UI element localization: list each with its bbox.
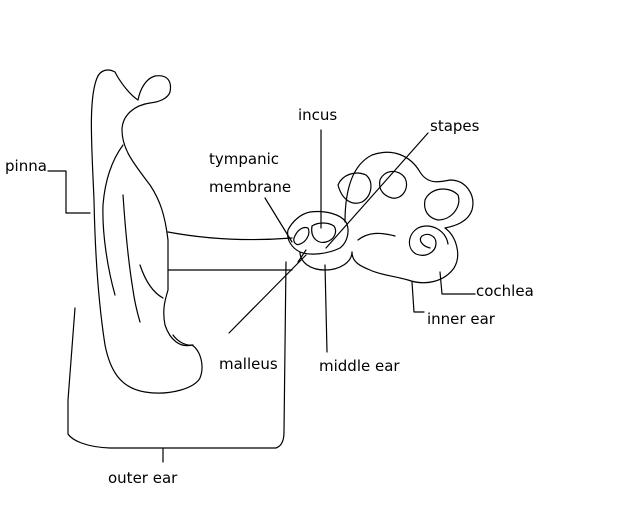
tympanic-leader: [264, 197, 293, 243]
ossicle-link: [297, 249, 307, 263]
outer-ear-bracket: [67, 261, 287, 449]
malleus-leader: [228, 254, 307, 334]
pinna-inner-fold: [102, 144, 124, 296]
label-malleus: malleus: [219, 355, 278, 373]
pinna-concha: [139, 264, 164, 299]
label-stapes: stapes: [430, 117, 480, 135]
stapes-leader: [325, 132, 429, 249]
label-inner-ear: inner ear: [427, 310, 495, 328]
inner-ear-channel: [357, 232, 396, 241]
middle-ear-leader: [324, 264, 328, 353]
label-incus: incus: [298, 106, 338, 124]
label-tympanic: tympanic: [209, 150, 280, 168]
cochlea-leader: [439, 271, 476, 295]
pinna-lobe-fold: [172, 334, 194, 346]
pinna-antihelix: [122, 194, 141, 323]
semicircular-canal-2: [379, 170, 408, 199]
semicircular-canal-1: [337, 172, 372, 204]
pinna-leader: [47, 170, 91, 214]
middle-ear-cavity: [299, 251, 353, 271]
pinna-outline: [90, 69, 203, 394]
tympanic-membrane-shape: [287, 210, 349, 255]
label-membrane: membrane: [209, 178, 292, 196]
inner-ear-leader: [411, 281, 425, 313]
label-outer-ear: outer ear: [108, 469, 178, 487]
cochlea-spiral: [408, 225, 449, 256]
inner-ear-outline: [344, 151, 474, 284]
label-pinna: pinna: [5, 157, 47, 175]
semicircular-canal-3: [423, 188, 460, 221]
label-cochlea: cochlea: [476, 282, 534, 300]
malleus-shape: [293, 226, 310, 246]
label-middle-ear: middle ear: [319, 357, 400, 375]
incus-shape: [311, 222, 337, 243]
ear-canal-top: [167, 231, 293, 241]
